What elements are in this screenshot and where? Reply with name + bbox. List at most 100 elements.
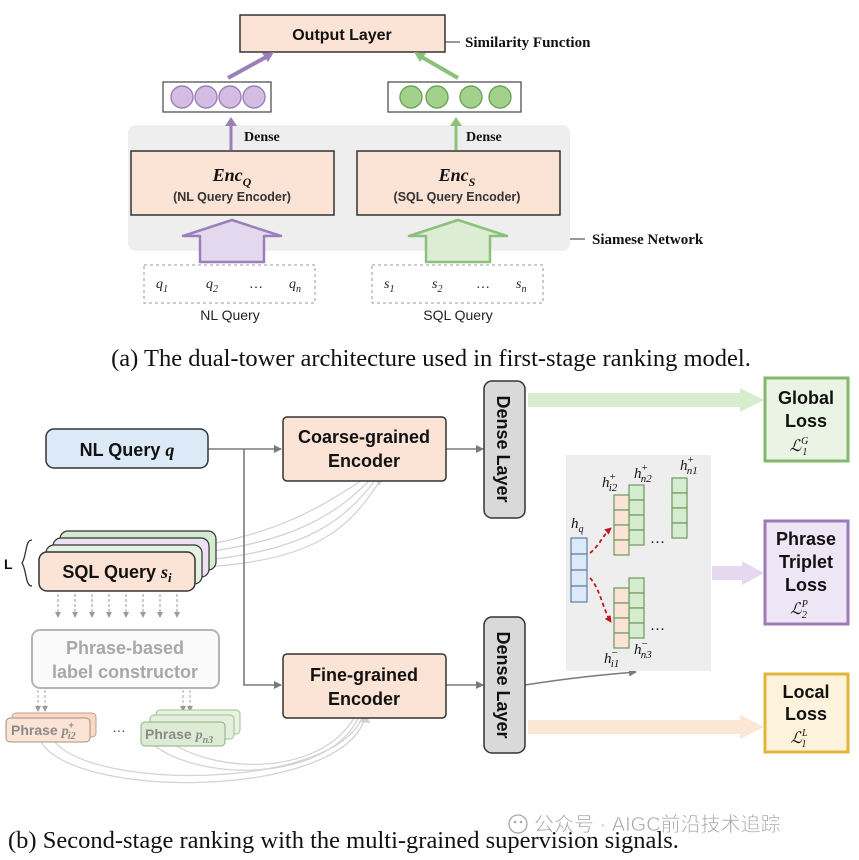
l-label: L <box>4 556 13 572</box>
output-layer-label: Output Layer <box>292 27 392 44</box>
dense-layer-bottom-box <box>483 616 526 754</box>
phrase-negative-box <box>140 721 226 747</box>
nl-query-box <box>45 428 209 469</box>
label-base: h <box>680 458 688 474</box>
dense-left-label: Dense <box>244 130 280 145</box>
enc-s-desc: (SQL Query Encoder) <box>394 190 521 204</box>
token-sub: 2 <box>213 284 218 295</box>
token-base: q <box>156 277 163 292</box>
green-arrow-head <box>414 52 426 62</box>
sql-tokens: s1 s2 … sn <box>384 277 526 295</box>
sql-token: sn <box>516 277 526 295</box>
sql-token: … <box>476 277 490 292</box>
sql-query-sub: i <box>168 570 172 585</box>
enc-s-name: Enc <box>438 165 469 185</box>
output-layer-box <box>239 14 446 53</box>
loss-sym: ℒ <box>790 601 802 618</box>
negative-vectors <box>613 577 645 649</box>
part-a-dual-tower: Output Layer Similarity Function Dense <box>111 14 751 372</box>
label-sub: n1 <box>687 465 698 477</box>
triplet-ellipsis-top: … <box>650 531 665 547</box>
phrase-triplet-loss-box <box>763 519 850 626</box>
hq-to-positive-arrow <box>589 527 612 554</box>
label-sup: − <box>612 647 618 659</box>
local-loss-line2: Loss <box>785 704 827 724</box>
global-flow-band <box>528 393 740 407</box>
label-sub: n2 <box>641 473 653 485</box>
sql-input-block-arrow <box>407 218 509 264</box>
loss-sub: 2 <box>802 610 807 621</box>
local-loss-line1: Local <box>782 682 829 702</box>
phrase-positive-stack: Phrase p+i2 <box>5 712 97 743</box>
enc-q-name: Enc <box>212 165 243 185</box>
label-sub: i2 <box>609 482 618 494</box>
nl-token: qn <box>289 277 301 295</box>
hi1-vector <box>613 587 630 649</box>
fine-encoder-box <box>282 653 447 719</box>
positive-vectors <box>613 477 688 556</box>
wechat-icon-dot <box>513 820 517 824</box>
sql-query-caption: SQL Query <box>423 307 493 323</box>
enc-s-title: EncS <box>438 165 476 189</box>
nl-to-fine-line <box>243 449 282 689</box>
label-sup: + <box>610 471 616 483</box>
sql-query-stack: SQL Query si <box>38 530 217 592</box>
hq-label: hq <box>571 516 584 535</box>
token-sub: 1 <box>389 284 394 295</box>
hi1-label: h−i1 <box>604 647 619 670</box>
hq-to-negative-arrow <box>589 577 612 623</box>
token-base: s <box>384 277 390 292</box>
loss-sym: ℒ <box>790 730 802 747</box>
token-sub: n <box>296 284 301 295</box>
triplet-flow-band <box>712 566 742 580</box>
coarse-encoder-line2: Encoder <box>328 451 400 471</box>
label-sub: n3 <box>641 649 653 661</box>
hn1-label: h+n1 <box>680 454 698 477</box>
dense-right-label: Dense <box>466 130 502 145</box>
dense-layer-top-label: Dense Layer <box>493 395 513 502</box>
fine-encoder-line1: Fine-grained <box>310 665 418 685</box>
label-base: h <box>602 475 610 491</box>
hn3-vector <box>628 577 645 639</box>
phrase-sub: n3 <box>203 735 214 746</box>
global-flow-head <box>740 388 764 412</box>
nl-query-word: NL Query <box>80 440 166 460</box>
local-flow-band <box>528 720 740 734</box>
label-base: h <box>634 466 642 482</box>
global-loss-line1: Global <box>778 388 834 408</box>
token-base: s <box>516 277 522 292</box>
phrase-dashed-arrows <box>35 690 193 712</box>
sql-query-box <box>38 551 196 592</box>
triplet-ellipsis-bottom: … <box>650 618 665 634</box>
purple-arrow-head <box>262 52 274 62</box>
label-base: h <box>571 516 579 532</box>
part-b-second-stage: NL Query q SQL Query si L Phrase-based l… <box>4 376 850 854</box>
dense-left-arrow-head <box>225 117 237 126</box>
green-to-output-arrow <box>418 54 460 80</box>
connection-lines <box>208 445 637 689</box>
phrase-label-constructor-box <box>31 629 220 689</box>
purple-to-output-arrow <box>227 54 269 80</box>
global-loss-box <box>763 376 850 463</box>
hi2-vector <box>613 494 630 556</box>
hi2-label: h+i2 <box>602 471 618 494</box>
sql-query-word: SQL Query <box>62 562 161 582</box>
phrase-var: p <box>195 728 203 743</box>
loss-sup: L <box>801 728 808 739</box>
hn2-vector <box>628 484 645 546</box>
token-base: s <box>432 277 438 292</box>
nl-query-caption: NL Query <box>200 307 259 323</box>
loss-sub: 1 <box>802 739 807 750</box>
l-brace <box>21 539 33 587</box>
watermark-text: 公众号 · AIGC前沿技术追踪 <box>534 813 781 836</box>
nl-query-var: q <box>165 440 174 460</box>
triplet-loss-line1: Phrase <box>776 529 836 549</box>
phrase-positive-box <box>5 717 91 743</box>
fine-encoder-line2: Encoder <box>328 689 400 709</box>
sql-token-box <box>371 264 544 304</box>
phrase-ellipsis: … <box>112 719 126 735</box>
enc-q-sub: Q <box>243 175 252 189</box>
phrase-word: Phrase <box>145 726 196 742</box>
